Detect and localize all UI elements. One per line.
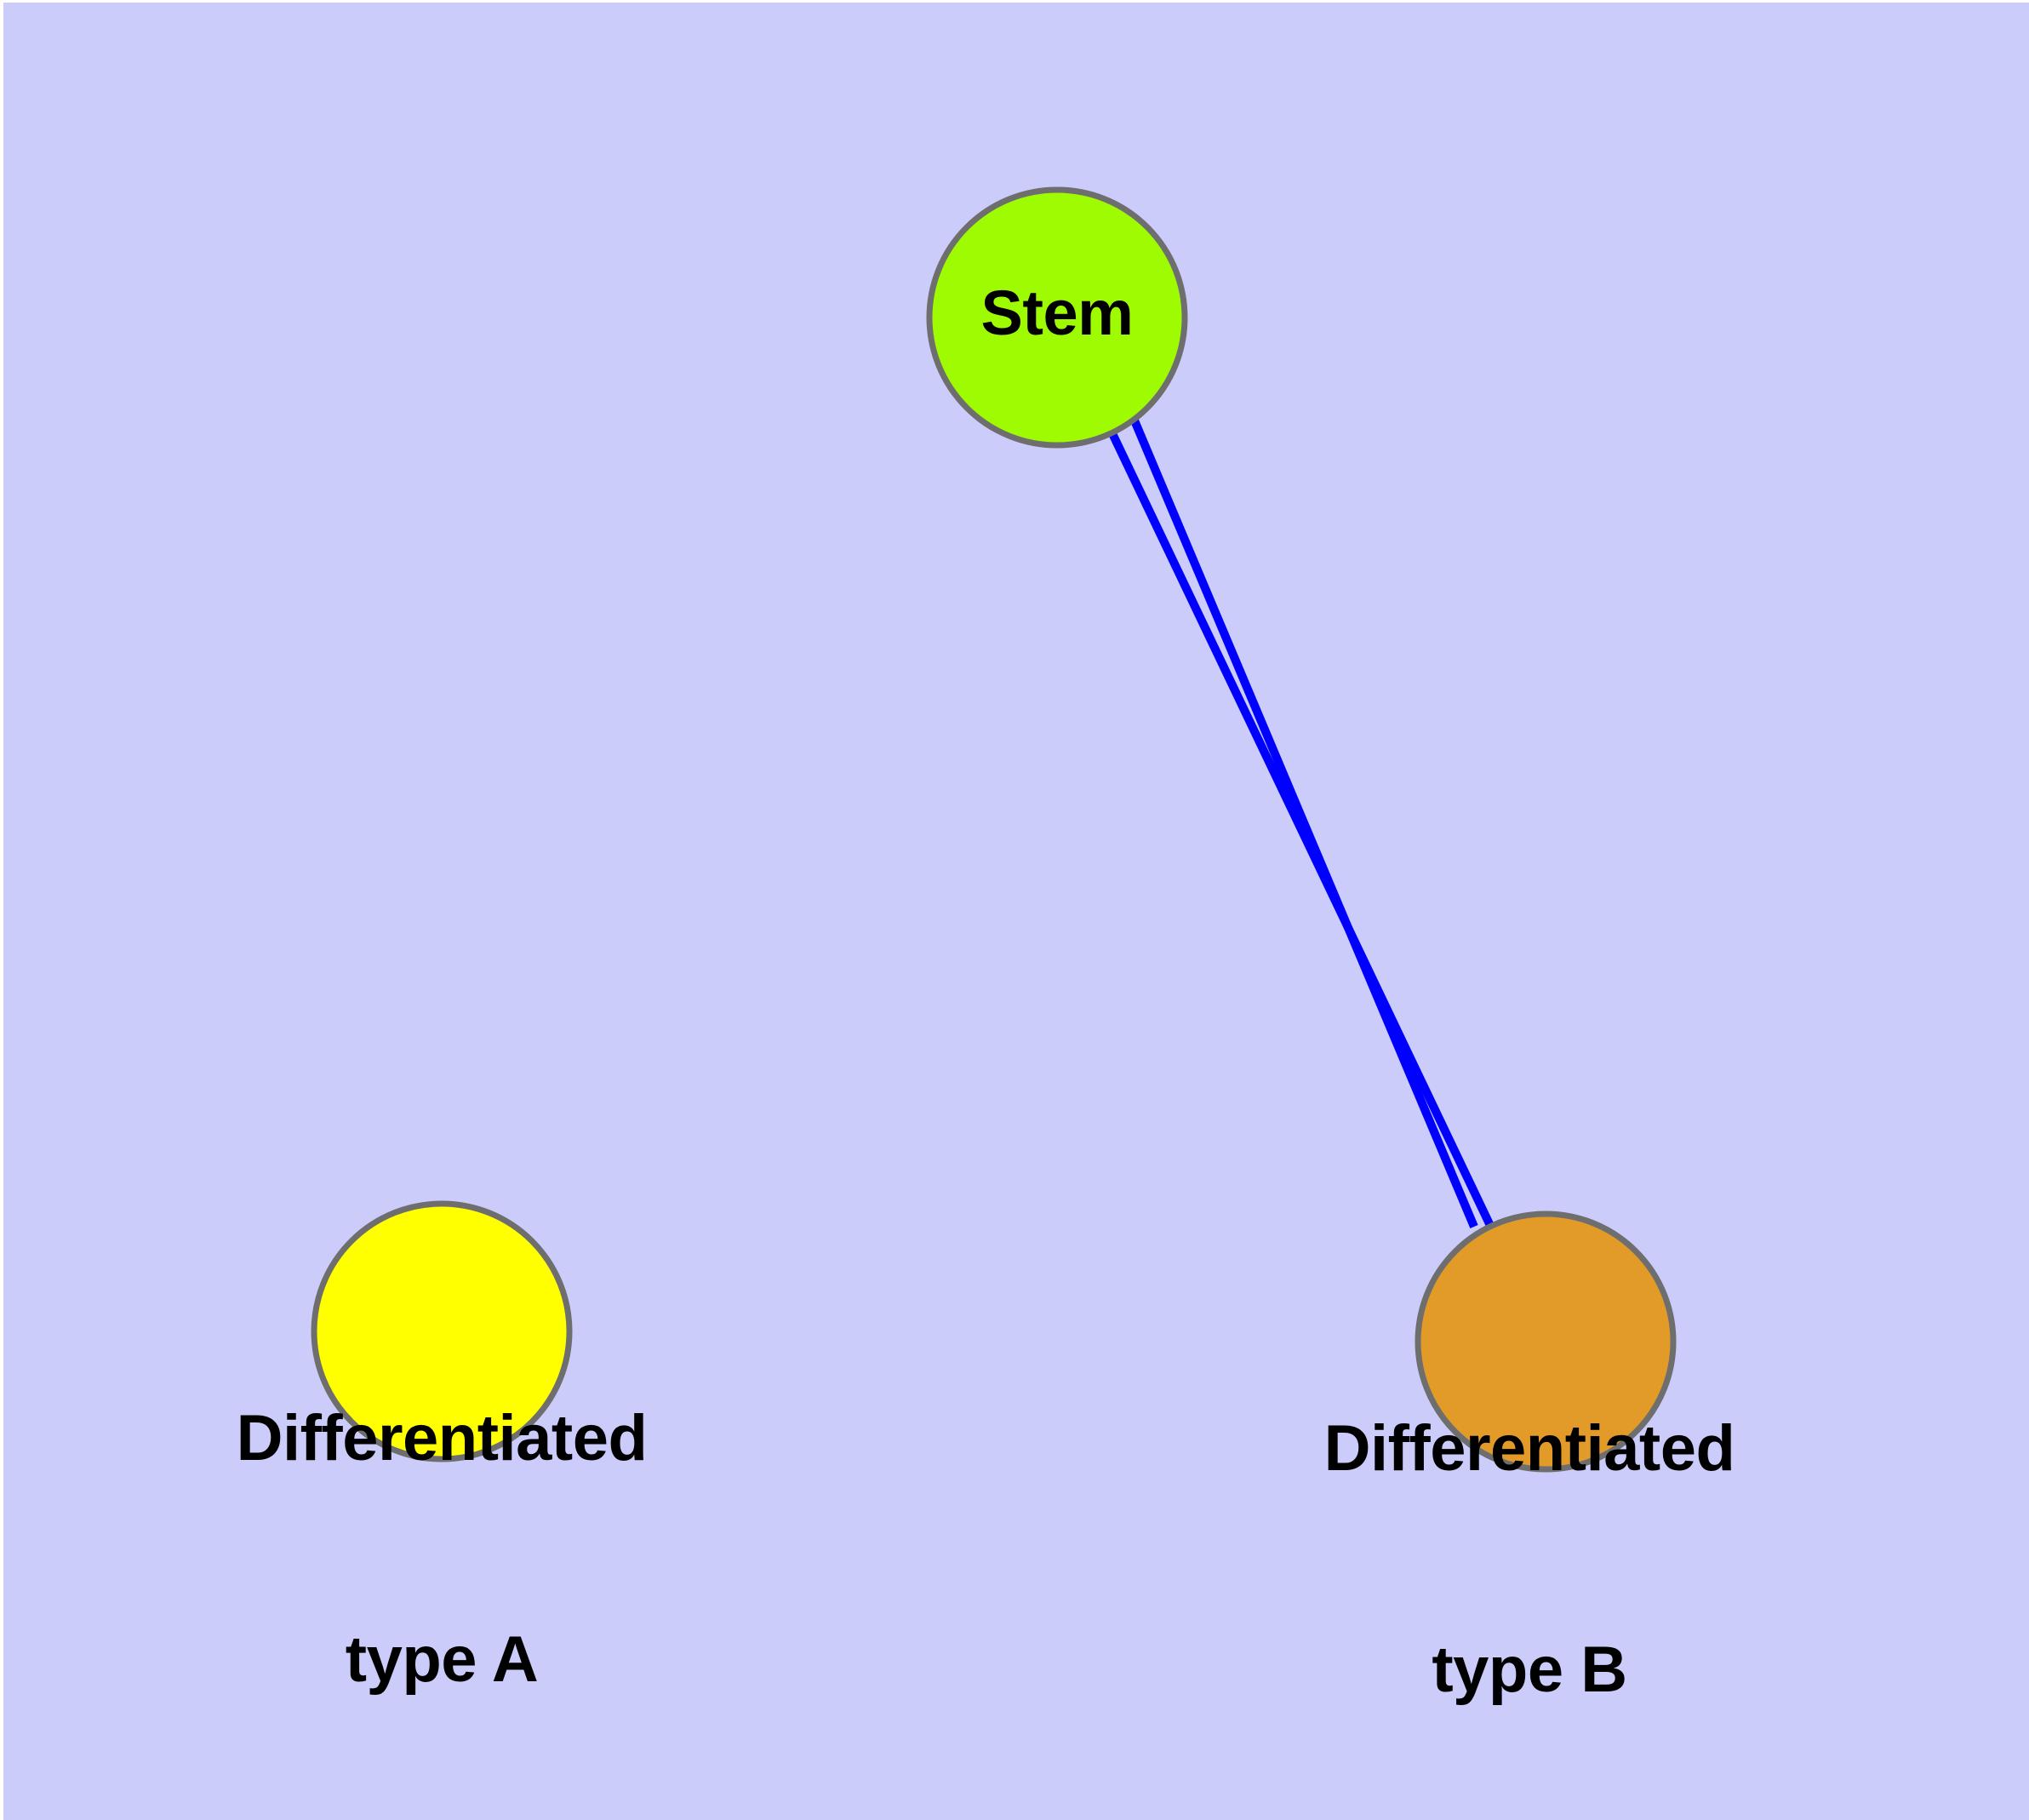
edge-stem-to-differentiated-type-b	[1130, 419, 1478, 1228]
node-differentiated-type-b[interactable]	[1415, 1210, 1677, 1473]
node-layer	[311, 186, 1677, 1473]
node-differentiated-type-a[interactable]	[311, 1200, 573, 1462]
edge-stem-to-differentiated-type-a	[1106, 427, 1496, 1232]
node-stem[interactable]	[926, 186, 1188, 449]
edge-layer	[1106, 419, 1496, 1232]
